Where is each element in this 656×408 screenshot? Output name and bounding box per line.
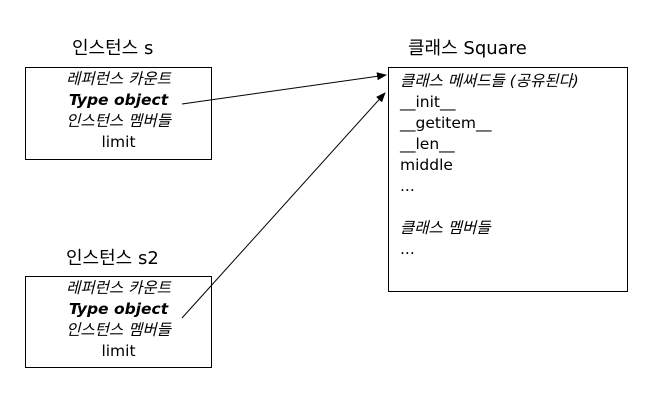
arrow-s2-to-class (181, 92, 386, 319)
class-members-header: 클래스 멤버들 (400, 219, 491, 237)
instance-s2-title: 인스턴스 s2 (66, 248, 159, 269)
limit-label: limit (101, 342, 136, 360)
limit-label: limit (101, 133, 136, 151)
arrow-s-to-class (181, 72, 387, 105)
class-square-box: 클래스 메써드들 (공유된다) __init__ __getitem__ __l… (388, 67, 628, 292)
instance-members-label: 인스턴스 멤버들 (66, 112, 171, 130)
method-getitem: __getitem__ (400, 114, 492, 132)
instance-s2-box: 레퍼런스 카운트 Type object 인스턴스 멤버들 limit (25, 276, 212, 368)
ref-count-label: 레퍼런스 카운트 (66, 279, 171, 297)
method-len: __len__ (400, 135, 455, 153)
class-square-title: 클래스 Square (408, 38, 527, 59)
method-middle: middle (400, 156, 453, 174)
members-ellipsis: ... (400, 240, 415, 258)
type-object-label: Type object (68, 300, 169, 318)
methods-ellipsis: ... (400, 177, 415, 195)
instance-s-box: 레퍼런스 카운트 Type object 인스턴스 멤버들 limit (25, 67, 212, 160)
instance-members-label: 인스턴스 멤버들 (66, 321, 171, 339)
method-init: __init__ (400, 93, 456, 111)
instance-s-title: 인스턴스 s (72, 38, 154, 59)
class-methods-header: 클래스 메써드들 (공유된다) (400, 72, 579, 90)
ref-count-label: 레퍼런스 카운트 (66, 70, 171, 88)
type-object-label: Type object (68, 91, 169, 109)
